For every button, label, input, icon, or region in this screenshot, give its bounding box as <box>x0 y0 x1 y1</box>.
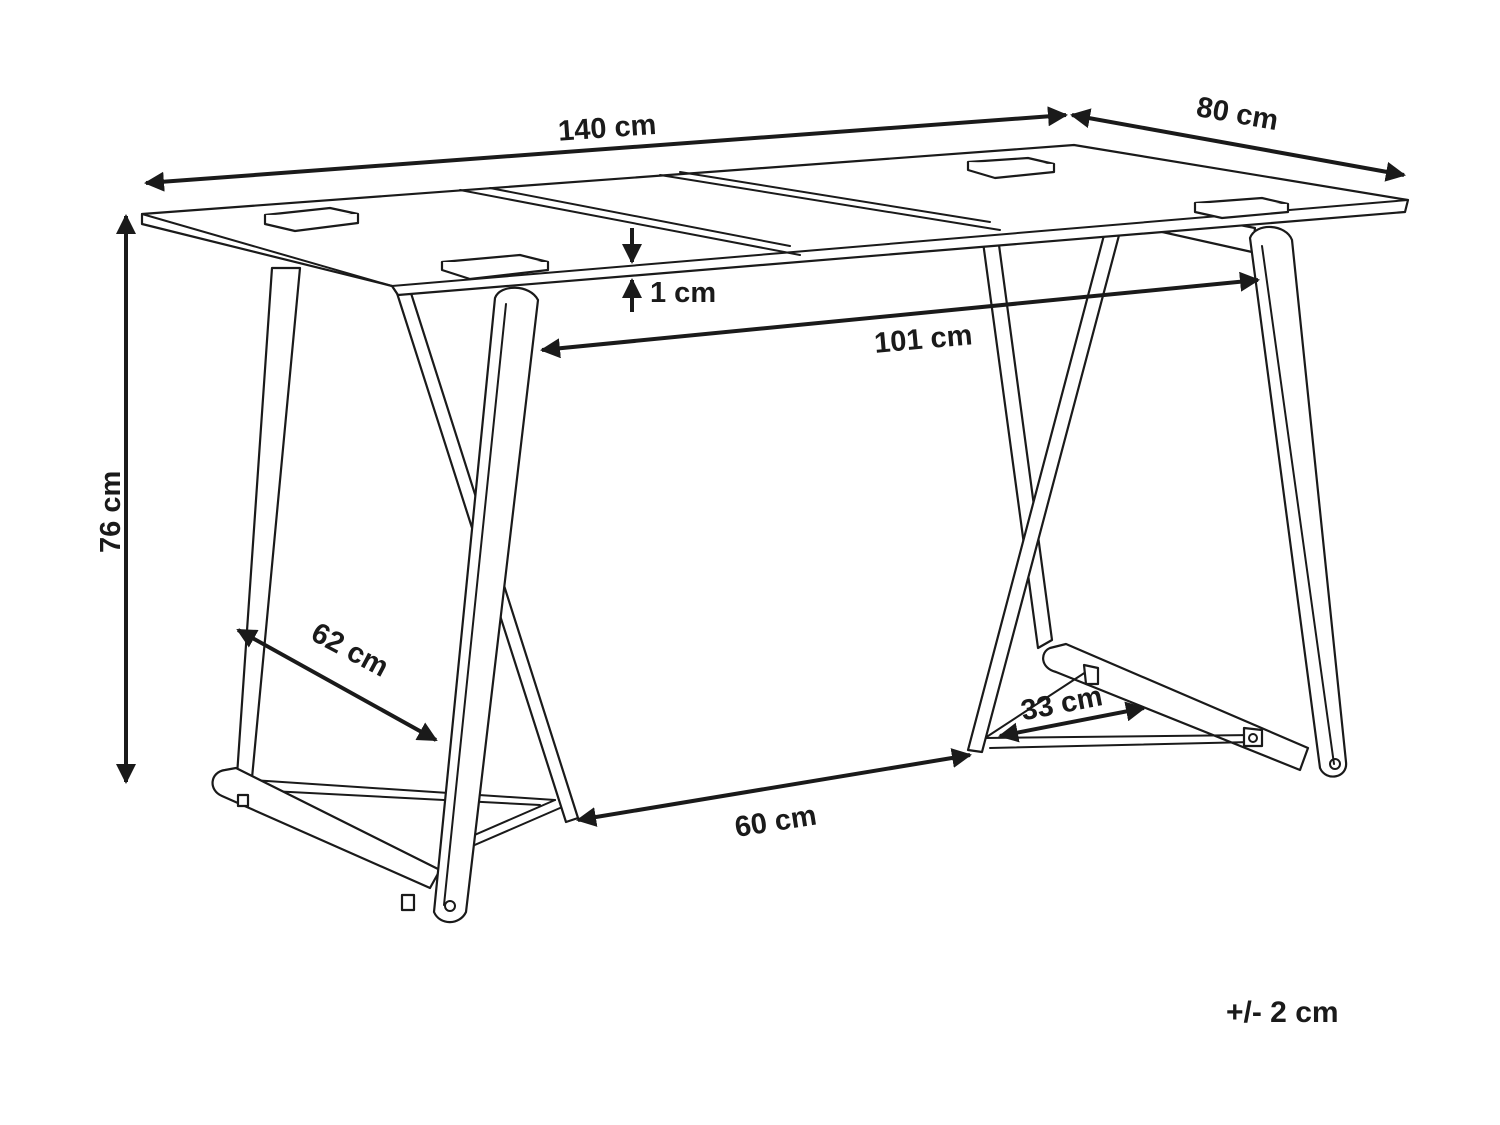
inner-span-label: 101 cm <box>873 319 974 359</box>
length-dimension-line <box>144 106 1068 192</box>
right-base-bar <box>1042 642 1310 772</box>
leg-gap-dimension-line <box>576 748 972 827</box>
brace-dimension-line <box>998 701 1146 743</box>
back-left-leg <box>234 230 340 792</box>
length-label: 140 cm <box>557 109 657 148</box>
glass-thickness-label: 1 cm <box>650 277 716 309</box>
tolerance-note: +/- 2 cm <box>1226 996 1339 1029</box>
depth-label: 80 cm <box>1194 91 1281 137</box>
front-left-leg <box>432 286 540 924</box>
front-right-leg <box>1248 225 1348 778</box>
depth-dimension-line <box>1070 108 1406 182</box>
leg-depth-dimension-line <box>236 628 438 742</box>
leg-gap-label: 60 cm <box>733 799 819 843</box>
inner-span-dimension-line <box>540 271 1260 359</box>
brace-label: 33 cm <box>1018 680 1105 727</box>
height-label: 76 cm <box>95 471 127 553</box>
